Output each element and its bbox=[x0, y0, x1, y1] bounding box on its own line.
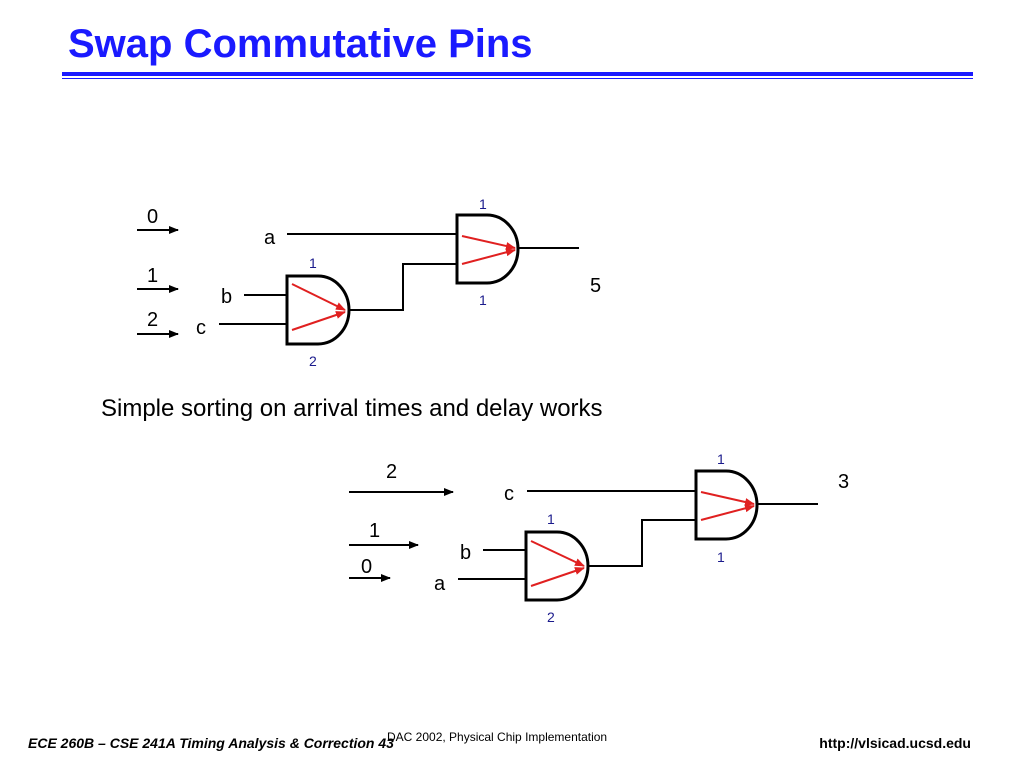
delay-outer-top: 1 bbox=[479, 196, 487, 212]
delay-arc-outer-top bbox=[461, 235, 516, 250]
delay-inner-top: 1 bbox=[547, 511, 555, 527]
and-gate-outer bbox=[455, 213, 520, 285]
footer-url: http://vlsicad.ucsd.edu bbox=[819, 735, 971, 751]
input-label-b: b bbox=[221, 286, 232, 308]
delay-arc-inner-top bbox=[291, 283, 346, 311]
delay-arc-inner-top bbox=[530, 540, 585, 567]
arrival-time-a: 0 bbox=[361, 556, 372, 578]
title-rule bbox=[62, 72, 973, 79]
wire-inner-out bbox=[588, 519, 696, 567]
output-arrival-top: 5 bbox=[590, 275, 601, 297]
delay-outer-bottom: 1 bbox=[717, 549, 725, 565]
delay-inner-bottom: 2 bbox=[309, 353, 317, 369]
slide-title: Swap Commutative Pins bbox=[68, 22, 533, 66]
delay-outer-top: 1 bbox=[717, 451, 725, 467]
diagram-top: 0 1 2 a b c 1 2 1 1 5 bbox=[137, 196, 601, 369]
delay-arc-outer-bottom bbox=[461, 248, 516, 265]
delay-arc-inner-bottom bbox=[530, 567, 585, 587]
delay-arc-outer-top bbox=[700, 491, 755, 506]
delay-outer-bottom: 1 bbox=[479, 292, 487, 308]
delay-arc-inner-bottom bbox=[291, 311, 346, 331]
arrival-time-b: 1 bbox=[369, 520, 380, 542]
arrival-time-c: 2 bbox=[386, 461, 397, 483]
input-label-c: c bbox=[196, 317, 206, 339]
input-label-b: b bbox=[460, 542, 471, 564]
arrival-time-c: 2 bbox=[147, 309, 158, 331]
input-label-a: a bbox=[264, 227, 276, 249]
arrival-time-b: 1 bbox=[147, 265, 158, 287]
arrival-time-a: 0 bbox=[147, 206, 158, 228]
and-gate-outer bbox=[694, 469, 759, 541]
delay-inner-top: 1 bbox=[309, 255, 317, 271]
diagram-bottom: 2 1 0 c b a 1 2 1 1 3 bbox=[349, 451, 849, 625]
output-arrival-bottom: 3 bbox=[838, 471, 849, 493]
wire-inner-out bbox=[349, 263, 457, 311]
input-label-c: c bbox=[504, 483, 514, 505]
input-label-a: a bbox=[434, 573, 446, 595]
caption-text: Simple sorting on arrival times and dela… bbox=[101, 395, 603, 422]
footer-course: ECE 260B – CSE 241A Timing Analysis & Co… bbox=[28, 735, 394, 751]
delay-inner-bottom: 2 bbox=[547, 609, 555, 625]
footer-conference: DAC 2002, Physical Chip Implementation bbox=[387, 730, 608, 744]
delay-arc-outer-bottom bbox=[700, 504, 755, 521]
